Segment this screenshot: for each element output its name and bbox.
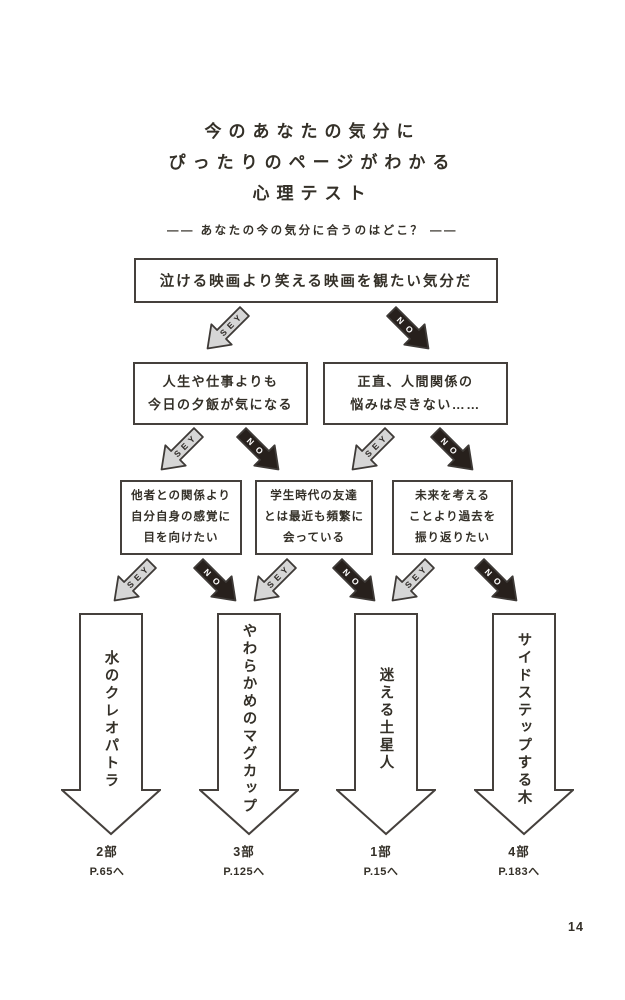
svg-text:E: E <box>410 572 421 583</box>
question-box-3c: 未来を考える ことより過去を 振り返りたい <box>392 480 513 555</box>
page-ref-4: P.183へ <box>498 866 540 878</box>
result-destination-3: 1部 P.15へ <box>331 841 431 879</box>
svg-text:E: E <box>132 572 143 583</box>
page-subtitle: ―― あなたの今の気分に合うのはどこ？ ―― <box>166 225 459 237</box>
result-destination-2: 3部 P.125へ <box>194 841 294 879</box>
question-2a-line-1: 人生や仕事よりも <box>162 373 279 389</box>
svg-text:E: E <box>225 320 236 331</box>
question-box-2a: 人生や仕事よりも 今日の夕飯が気になる <box>133 362 308 425</box>
svg-text:Y: Y <box>279 565 290 576</box>
question-3a-line-3: 目を向けたい <box>143 532 219 545</box>
svg-text:E: E <box>370 441 381 452</box>
svg-text:Y: Y <box>417 565 428 576</box>
svg-text:S: S <box>218 327 229 338</box>
svg-text:N: N <box>341 567 352 578</box>
svg-text:S: S <box>403 579 414 590</box>
question-2b-line-1: 正直、人間関係の <box>357 373 474 389</box>
question-box-1: 泣ける映画より笑える映画を観たい気分だ <box>134 258 498 303</box>
question-box-3a: 他者との関係より 自分自身の感覚に 目を向けたい <box>120 480 242 555</box>
svg-text:S: S <box>125 579 136 590</box>
svg-text:Y: Y <box>377 434 388 445</box>
question-3b-line-1: 学生時代の友達 <box>270 489 358 502</box>
question-3c-line-2: ことより過去を <box>408 510 497 523</box>
svg-text:S: S <box>172 448 183 459</box>
question-3b-line-3: 会っている <box>283 532 345 545</box>
part-label-2: 3部 <box>233 845 255 859</box>
question-3c-line-1: 未来を考える <box>415 489 490 502</box>
svg-text:Y: Y <box>139 565 150 576</box>
question-3a-line-2: 自分自身の感覚に <box>131 510 231 523</box>
question-3a-line-1: 他者との関係より <box>131 489 231 502</box>
svg-text:N: N <box>439 436 450 447</box>
part-label-4: 4部 <box>508 845 530 859</box>
part-label-3: 1部 <box>370 845 392 859</box>
result-arrow-1: 水のクレオパトラ <box>61 613 161 836</box>
question-1-text: 泣ける映画より笑える映画を観たい気分だ <box>159 274 473 290</box>
down-arrow-icon <box>336 613 436 836</box>
question-box-3b: 学生時代の友達 とは最近も頻繁に 会っている <box>255 480 373 555</box>
result-arrow-3: 迷える土星人 <box>336 613 436 836</box>
page-number: 14 <box>568 920 584 934</box>
svg-text:Y: Y <box>186 434 197 445</box>
question-3c-line-3: 振り返りたい <box>415 532 490 545</box>
page-title-line-1: 今のあなたの気分に <box>204 122 421 141</box>
svg-text:N: N <box>245 436 256 447</box>
result-destination-4: 4部 P.183へ <box>469 841 569 879</box>
result-destination-1: 2部 P.65へ <box>57 841 157 879</box>
svg-text:E: E <box>179 441 190 452</box>
question-2a-line-2: 今日の夕飯が気になる <box>147 396 293 412</box>
svg-text:Y: Y <box>232 313 243 324</box>
title-block: 今のあなたの気分に ぴったりのページがわかる 心理テスト ―― あなたの今の気分… <box>0 116 625 238</box>
svg-text:E: E <box>272 572 283 583</box>
question-3b-line-2: とは最近も頻繁に <box>264 510 364 523</box>
svg-text:S: S <box>265 579 276 590</box>
down-arrow-icon <box>474 613 574 836</box>
result-name-4: サイドステップする木 <box>515 632 532 807</box>
svg-text:S: S <box>363 448 374 459</box>
result-arrow-4: サイドステップする木 <box>474 613 574 836</box>
svg-text:N: N <box>395 315 406 326</box>
down-arrow-icon <box>199 613 299 836</box>
page-title-line-2: ぴったりのページがわかる <box>168 153 457 172</box>
page-ref-1: P.65へ <box>89 866 125 878</box>
page-ref-2: P.125へ <box>223 866 265 878</box>
result-arrow-2: やわらかめのマグカップ <box>199 613 299 836</box>
question-box-2b: 正直、人間関係の 悩みは尽きない…… <box>323 362 508 425</box>
question-2b-line-2: 悩みは尽きない…… <box>350 396 481 412</box>
down-arrow-icon <box>61 613 161 836</box>
result-name-3: 迷える土星人 <box>377 667 394 772</box>
result-name-2: やわらかめのマグカップ <box>240 623 257 816</box>
svg-text:N: N <box>202 567 213 578</box>
page-title-line-3: 心理テスト <box>252 184 373 203</box>
svg-text:N: N <box>483 567 494 578</box>
part-label-1: 2部 <box>96 845 118 859</box>
result-name-1: 水のクレオパトラ <box>102 649 119 790</box>
page-ref-3: P.15へ <box>363 866 399 878</box>
